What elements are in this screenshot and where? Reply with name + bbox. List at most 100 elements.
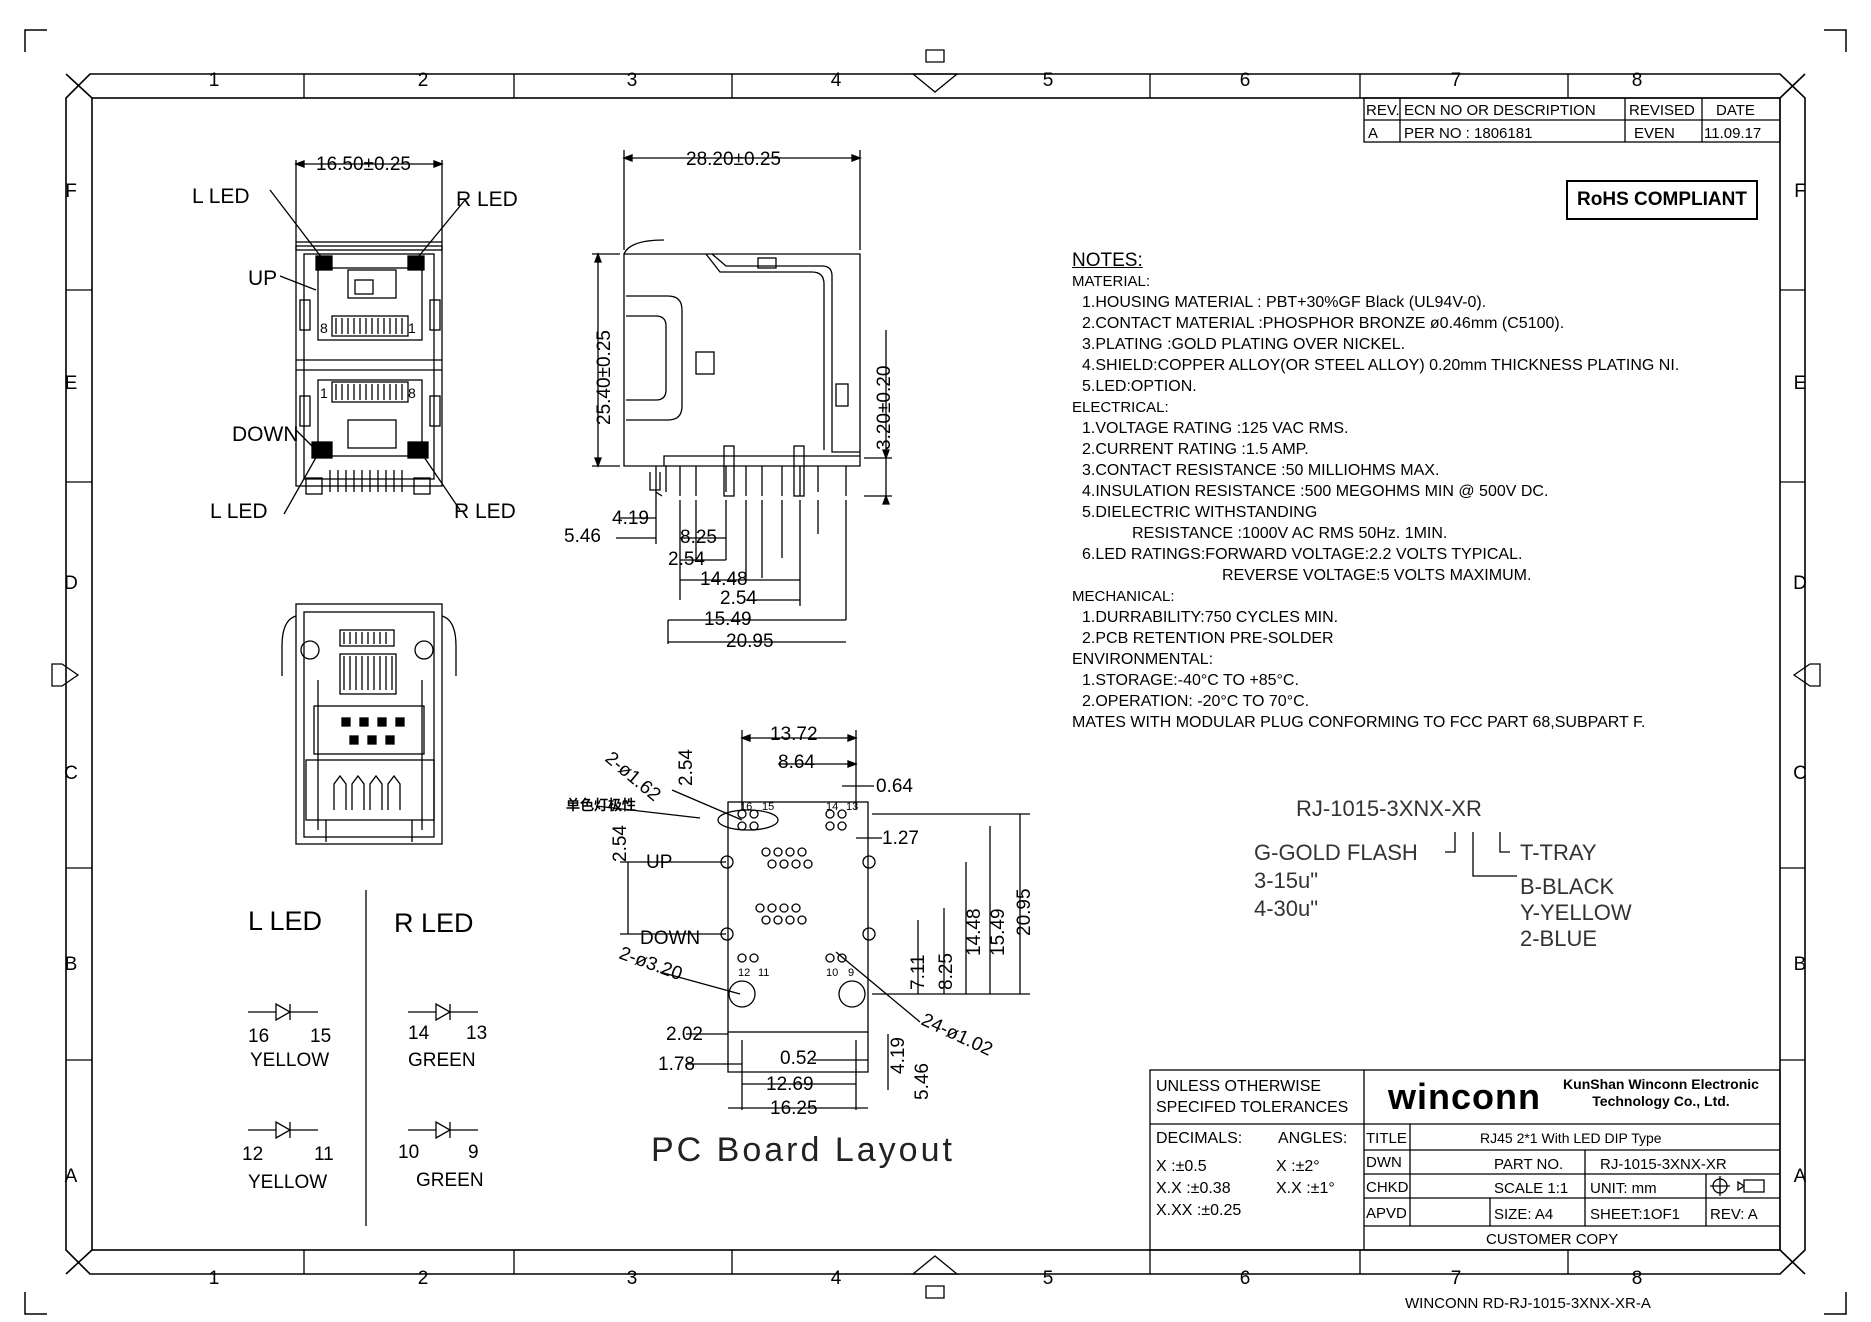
col-label: 7: [1451, 1268, 1462, 1289]
partcode-option: 4-30u": [1254, 896, 1319, 921]
pcb-dim: 2-ø3.20: [616, 943, 685, 985]
col-label: 2: [418, 1268, 429, 1289]
centering-arrows: [51, 49, 1821, 1299]
partcode-option: B-BLACK: [1520, 874, 1615, 899]
pcb-dim: 8.25: [936, 953, 957, 990]
title-block: [1149, 1069, 1781, 1251]
chkd-label: CHKD: [1366, 1179, 1409, 1196]
rev-cell: A: [1368, 125, 1378, 142]
angles-label: ANGLES:: [1278, 1130, 1348, 1147]
pcb-dim: 1.78: [658, 1054, 695, 1075]
pcb-dim: 0.64: [876, 776, 913, 797]
pcb-pin: 13: [846, 801, 858, 813]
pin-label: 8: [408, 385, 416, 401]
environmental-heading: ENVIRONMENTAL:: [1072, 651, 1214, 668]
note-line: 3.PLATING :GOLD PLATING OVER NICKEL.: [1082, 336, 1406, 353]
front-labels: 16.50±0.25 L LED R LED UP DOWN L LED R L…: [192, 154, 518, 523]
r-led-label: R LED: [456, 188, 518, 211]
led-pin: 14: [408, 1023, 430, 1044]
partcode-option: 3-15u": [1254, 868, 1319, 893]
down-label: DOWN: [232, 423, 299, 446]
note-line: 5.LED:OPTION.: [1082, 378, 1197, 395]
row-label: E: [1794, 373, 1807, 394]
tol-xx: X.X :±0.38: [1156, 1180, 1231, 1197]
led-color: GREEN: [408, 1050, 476, 1071]
col-label: 5: [1043, 1268, 1054, 1289]
front-contacts-lower: [335, 384, 403, 400]
col-label: 5: [1043, 70, 1054, 91]
led-color: YELLOW: [248, 1172, 327, 1193]
front-dimensions: [269, 160, 466, 515]
row-label: A: [1794, 1166, 1807, 1187]
customer-copy: CUSTOMER COPY: [1486, 1231, 1619, 1248]
col-label: 4: [831, 1268, 842, 1289]
note-line: 1.DURRABILITY:750 CYCLES MIN.: [1082, 609, 1339, 626]
note-line: 5.DIELECTRIC WITHSTANDING: [1082, 504, 1318, 521]
title-value: RJ45 2*1 With LED DIP Type: [1480, 1130, 1662, 1146]
front-view: [295, 241, 443, 495]
rev-label: REV: A: [1710, 1206, 1758, 1223]
row-label: E: [65, 373, 78, 394]
drawing-number: WINCONN RD-RJ-1015-3XNX-XR-A: [1405, 1295, 1651, 1312]
revision-table: REV. ECN NO OR DESCRIPTION REVISED DATE …: [1363, 97, 1781, 143]
col-label: 8: [1632, 1268, 1643, 1289]
tol-xxx: X.XX :±0.25: [1156, 1202, 1242, 1219]
col-label: 3: [627, 70, 638, 91]
r-led-label: R LED: [454, 500, 516, 523]
apvd-label: APVD: [1366, 1205, 1407, 1222]
col-label: 7: [1451, 70, 1462, 91]
l-led-label: L LED: [210, 500, 268, 523]
pcb-holes: [720, 809, 876, 1008]
row-label: C: [1793, 763, 1807, 784]
rev-cell: EVEN: [1634, 125, 1675, 142]
partcode-option: Y-YELLOW: [1520, 900, 1632, 925]
note-line: 2.CURRENT RATING :1.5 AMP.: [1082, 441, 1309, 458]
led-pin: 15: [310, 1026, 331, 1047]
pcb-dim: 0.52: [780, 1048, 817, 1069]
pcb-dim: 4.19: [888, 1037, 909, 1074]
front-width-dim: 16.50±0.25: [316, 154, 411, 175]
pcb-dim: 12.69: [766, 1074, 814, 1095]
row-label: B: [1794, 954, 1807, 975]
led-labels: L LED R LED 16 15 YELLOW 14 13 GREEN 12 …: [242, 906, 487, 1193]
row-label: D: [1793, 573, 1807, 594]
front-contacts-upper: [335, 318, 403, 334]
col-label: 1: [209, 70, 220, 91]
pcb-pin: 12: [738, 967, 750, 979]
electrical-heading: ELECTRICAL:: [1072, 399, 1169, 416]
note-line: 4.SHIELD:COPPER ALLOY(OR STEEL ALLOY) 0.…: [1082, 357, 1680, 374]
note-line: REVERSE VOLTAGE:5 VOLTS MAXIMUM.: [1222, 567, 1532, 584]
tol-xx-ang: X.X :±1°: [1276, 1180, 1335, 1197]
side-dim: 4.19: [612, 508, 649, 529]
pin-label: 8: [320, 320, 328, 336]
title-label: TITLE: [1366, 1130, 1407, 1147]
row-label: A: [65, 1166, 78, 1187]
dwn-label: DWN: [1366, 1154, 1402, 1171]
side-dim: 15.49: [704, 609, 752, 630]
pcb-dim: 13.72: [770, 724, 818, 745]
col-label: 1: [209, 1268, 220, 1289]
notes-title: NOTES:: [1072, 250, 1143, 271]
pcb-pin: 11: [758, 967, 769, 979]
pin-label: 1: [320, 385, 328, 401]
led-pin: 10: [398, 1142, 419, 1163]
note-line: MATES WITH MODULAR PLUG CONFORMING TO FC…: [1072, 714, 1646, 731]
partno-label: PART NO.: [1494, 1156, 1564, 1173]
tol-x-ang: X :±2°: [1276, 1158, 1320, 1175]
notes-block: NOTES: MATERIAL: 1.HOUSING MATERIAL : PB…: [1072, 250, 1772, 733]
note-line: 1.HOUSING MATERIAL : PBT+30%GF Black (UL…: [1082, 294, 1487, 311]
pcb-dim: 8.64: [778, 752, 815, 773]
tol-line: UNLESS OTHERWISE: [1156, 1078, 1322, 1095]
led-pin: 9: [468, 1142, 479, 1163]
side-dim: 2.54: [720, 588, 757, 609]
row-label: D: [64, 573, 78, 594]
pcb-dim: 7.11: [908, 954, 929, 990]
company-name: KunShan Winconn Electronic Technology Co…: [1556, 1076, 1766, 1110]
sheet-label: SHEET:1OF1: [1590, 1206, 1681, 1223]
col-label: 8: [1632, 70, 1643, 91]
col-label: 3: [627, 1268, 638, 1289]
partno-value: RJ-1015-3XNX-XR: [1600, 1156, 1727, 1173]
partcode-option: 2-BLUE: [1520, 926, 1598, 951]
unit-label: UNIT: mm: [1590, 1180, 1657, 1197]
side-labels: 28.20±0.25 25.40±0.25 3.20±0.20 4.19 5.4…: [564, 149, 895, 652]
